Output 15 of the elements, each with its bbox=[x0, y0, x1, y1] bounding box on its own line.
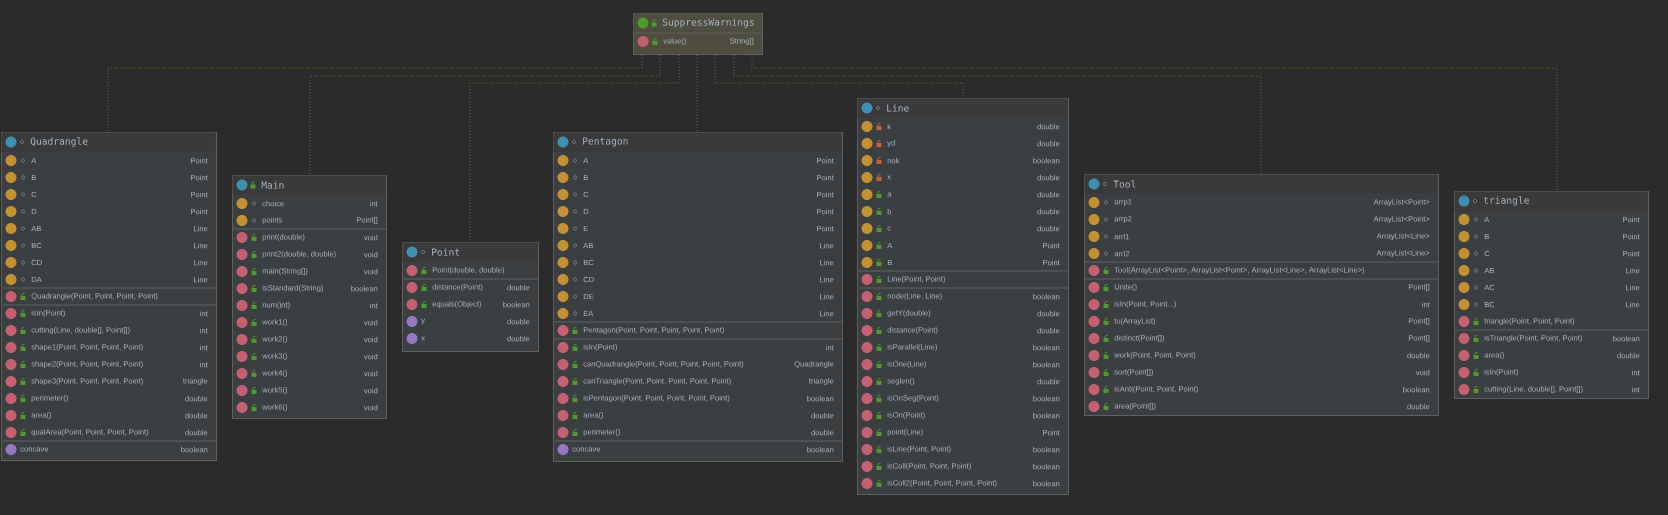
dependency-line bbox=[309, 54, 661, 176]
dependency-line bbox=[714, 54, 964, 99]
dependency-line bbox=[107, 54, 643, 133]
dependency-line bbox=[696, 54, 698, 133]
class-name: Quadrangle bbox=[30, 137, 88, 147]
class-name: Line bbox=[887, 104, 909, 112]
class-name: Point bbox=[432, 248, 460, 256]
class-name: triangle bbox=[1483, 196, 1529, 206]
dependency-line bbox=[469, 54, 680, 243]
class-name: Pentagon bbox=[583, 137, 628, 147]
class-name: Main bbox=[261, 181, 284, 189]
dependency-line bbox=[751, 54, 1558, 192]
class-name: SuppressWarnings bbox=[662, 18, 754, 28]
class-name: Tool bbox=[1113, 180, 1136, 188]
dependency-line bbox=[733, 54, 1262, 175]
